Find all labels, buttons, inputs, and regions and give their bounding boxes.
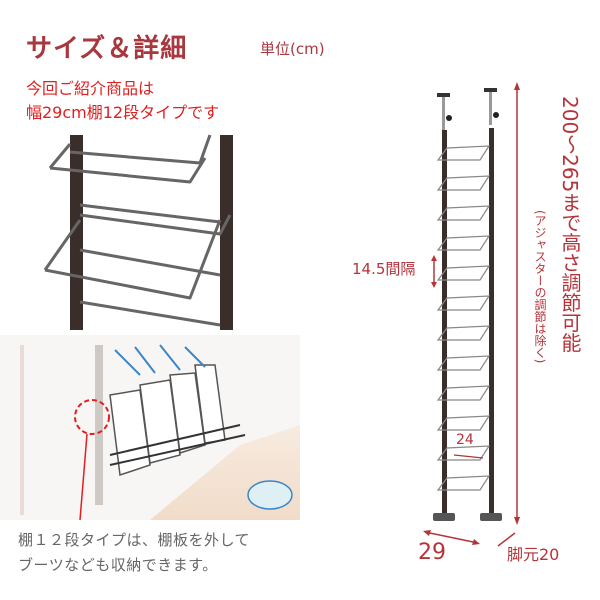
- unit-label: 単位(cm): [260, 40, 325, 58]
- intro-text: 今回ご紹介商品は 幅29cm棚12段タイプです: [26, 77, 219, 125]
- caption-line-2: ブーツなども収納できます。: [18, 556, 218, 574]
- foot-depth-label: 脚元20: [507, 545, 560, 564]
- boots-storage-photo: [0, 335, 300, 521]
- intro-line-2: 幅29cm棚12段タイプです: [26, 103, 220, 122]
- shelf-gap-label: 14.5間隔: [352, 260, 416, 278]
- width-label: 29: [418, 540, 446, 565]
- caption-text: 棚１２段タイプは、棚板を外して ブーツなども収納できます。: [18, 528, 250, 578]
- height-note-label: (アジャスターの調節は除く): [533, 210, 547, 364]
- shelf-width-label: 24: [456, 432, 474, 448]
- page-title: サイズ＆詳細: [26, 34, 188, 64]
- intro-line-1: 今回ご紹介商品は: [26, 79, 155, 98]
- caption-line-1: 棚１２段タイプは、棚板を外して: [18, 531, 251, 549]
- shelf-closeup-image: [43, 134, 233, 330]
- height-range-label: 200～265まで高さ調節可能: [558, 96, 582, 353]
